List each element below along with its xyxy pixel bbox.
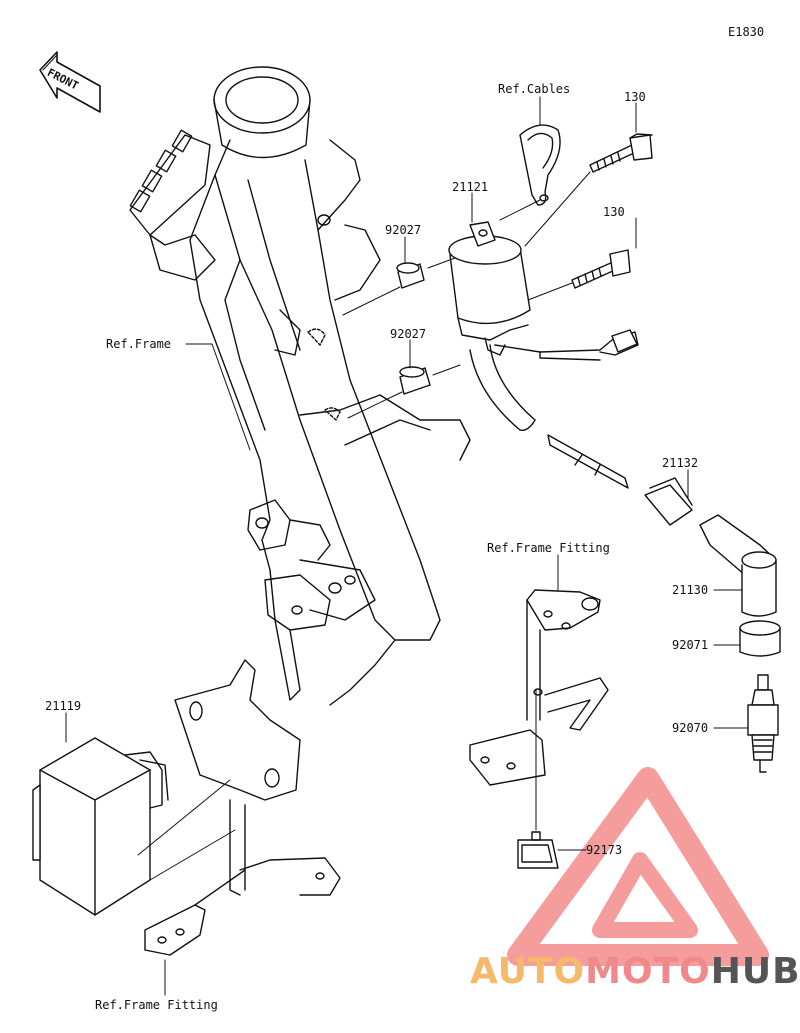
watermark-triangle [507, 767, 769, 966]
plug-cap-21132-drawing [644, 477, 693, 526]
frame-drawing [129, 66, 471, 706]
label-130-upper: 130 [624, 90, 646, 104]
label-92027-upper: 92027 [385, 223, 422, 237]
diagram-code-label: E1830 [728, 25, 765, 39]
label-92071: 92071 [672, 638, 709, 652]
spark-plug-drawing [747, 674, 779, 773]
collar-92027-b-drawing [399, 366, 431, 395]
label-92027-lower: 92027 [390, 327, 427, 341]
leader-lines [65, 96, 749, 996]
watermark-hub: HUB [710, 951, 800, 992]
label-ref-frame-fitting-upper: Ref.Frame Fitting [487, 541, 610, 555]
label-21132: 21132 [662, 456, 699, 470]
plug-cap-21130-drawing [699, 514, 777, 617]
label-92173: 92173 [586, 843, 623, 857]
label-21121: 21121 [452, 180, 489, 194]
label-21130: 21130 [672, 583, 709, 597]
clip-nut-drawing [517, 831, 559, 869]
watermark-moto: MOTO [585, 951, 711, 992]
ignition-coil-drawing [448, 221, 639, 489]
watermark-auto: AUTO [470, 951, 586, 992]
label-130-lower: 130 [603, 205, 625, 219]
bolt-130-lower-drawing [571, 249, 631, 289]
front-arrow-icon [39, 51, 101, 113]
seal-92071-drawing [739, 620, 781, 657]
label-ref-cables: Ref.Cables [498, 82, 571, 96]
label-21119: 21119 [45, 699, 82, 713]
cable-clamp-drawing [519, 124, 561, 206]
cdi-unit-drawing [32, 737, 169, 916]
label-ref-frame: Ref.Frame [106, 337, 172, 351]
frame-fitting-upper-drawing [469, 589, 609, 786]
label-92070: 92070 [672, 721, 709, 735]
bolt-130-upper-drawing [589, 133, 653, 173]
frame-fitting-lower-drawing [144, 659, 341, 956]
collar-92027-a-drawing [396, 262, 425, 289]
label-ref-frame-fitting-lower: Ref.Frame Fitting [95, 998, 218, 1012]
watermark-logo: AUTOMOTOHUB [470, 952, 800, 992]
